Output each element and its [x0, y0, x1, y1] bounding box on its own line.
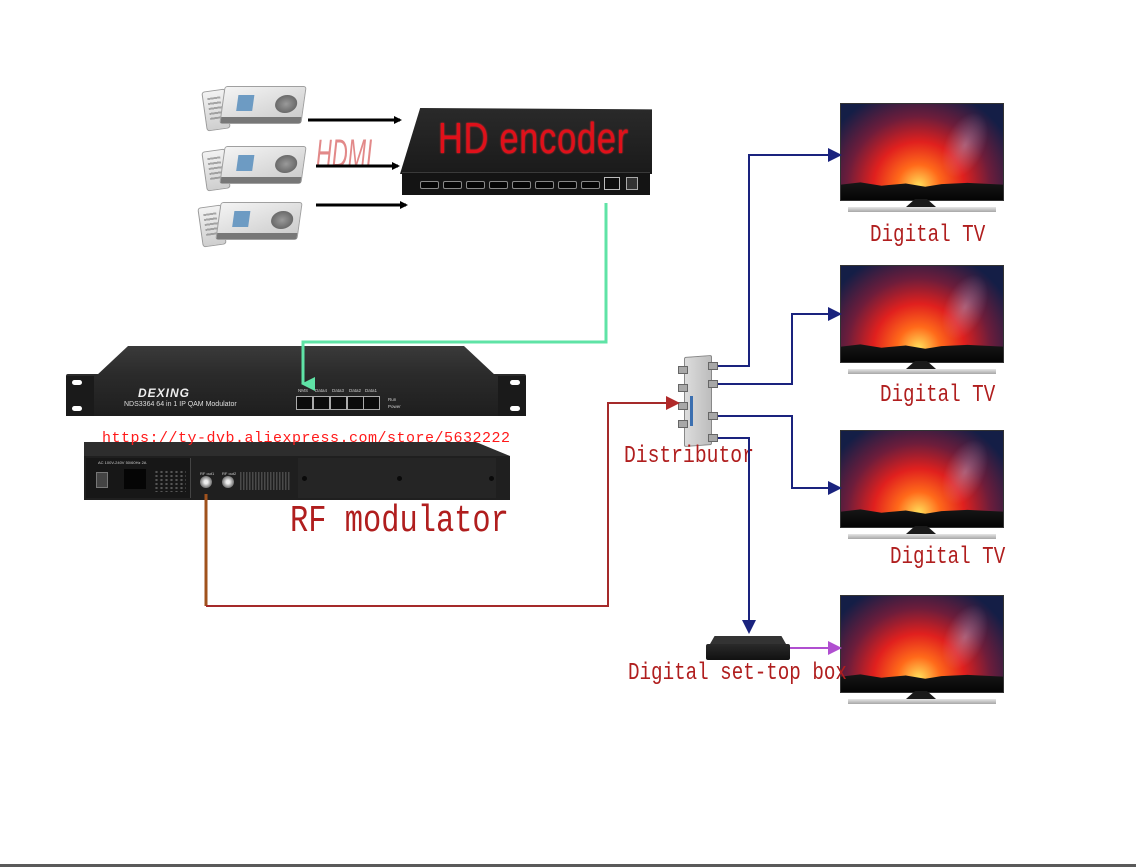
rf-out2-connector	[222, 476, 234, 488]
led-power: Power	[388, 404, 401, 409]
tv-screen	[840, 265, 1004, 363]
data-port	[313, 396, 330, 410]
qam-modulator-rear: AC 100V-240V 50/60Hz 2A RF out1 RF out2	[84, 442, 510, 500]
dist-tv1-line	[718, 148, 842, 367]
set-top-box-label: Digital set-top box	[628, 660, 847, 687]
source-receiver-1	[201, 86, 307, 132]
led-run: Run	[388, 397, 397, 402]
hdmi-label: HDMI	[316, 132, 373, 176]
source-receiver-2	[201, 146, 307, 192]
tv-label-3: Digital TV	[890, 544, 1006, 571]
hdmi-port	[581, 181, 600, 189]
digital-tv-1	[840, 103, 1004, 217]
hdmi-port	[489, 181, 508, 189]
brand-logo: DEXING	[138, 386, 191, 400]
bottom-border	[0, 864, 1136, 867]
tv-screen	[840, 595, 1004, 693]
power-inlet	[124, 469, 146, 489]
hdmi-port	[558, 181, 577, 189]
source-receiver-3	[197, 202, 303, 248]
rf-modulator-label: RF modulator	[290, 500, 509, 543]
digital-tv-3	[840, 430, 1004, 544]
tv-screen	[840, 430, 1004, 528]
tv-label-1: Digital TV	[870, 222, 986, 249]
power-switch	[96, 472, 108, 488]
encoder-front-panel	[402, 172, 650, 195]
hdmi-port	[535, 181, 554, 189]
hd-encoder: HD encoder	[400, 108, 652, 198]
distributor-label: Distributor	[624, 443, 754, 470]
hdmi-port	[420, 181, 439, 189]
data-port	[363, 396, 380, 410]
model-label: NDS3364 64 in 1 IP QAM Modulator	[124, 401, 237, 408]
data-port	[347, 396, 364, 410]
tv-screen	[840, 103, 1004, 201]
store-url: https://ty-dvb.aliexpress.com/store/5632…	[102, 430, 511, 447]
tv-label-2: Digital TV	[880, 382, 996, 409]
vent-grid	[240, 472, 290, 490]
distributor	[678, 355, 718, 447]
data-port	[330, 396, 347, 410]
rf-out1-connector	[200, 476, 212, 488]
hdmi-port	[512, 181, 531, 189]
nms-port	[296, 396, 313, 410]
digital-tv-4	[840, 595, 1004, 709]
vent-grid	[154, 470, 186, 492]
hdmi-port	[466, 181, 485, 189]
dist-tv2-line	[718, 307, 842, 385]
digital-tv-2	[840, 265, 1004, 379]
dc-power-port	[626, 177, 638, 190]
digital-set-top-box	[706, 636, 790, 662]
lan-port	[604, 177, 620, 190]
hd-encoder-title: HD encoder	[438, 114, 629, 163]
qam-modulator-front: DEXING NDS3364 64 in 1 IP QAM Modulator …	[66, 346, 526, 418]
hdmi-port	[443, 181, 462, 189]
